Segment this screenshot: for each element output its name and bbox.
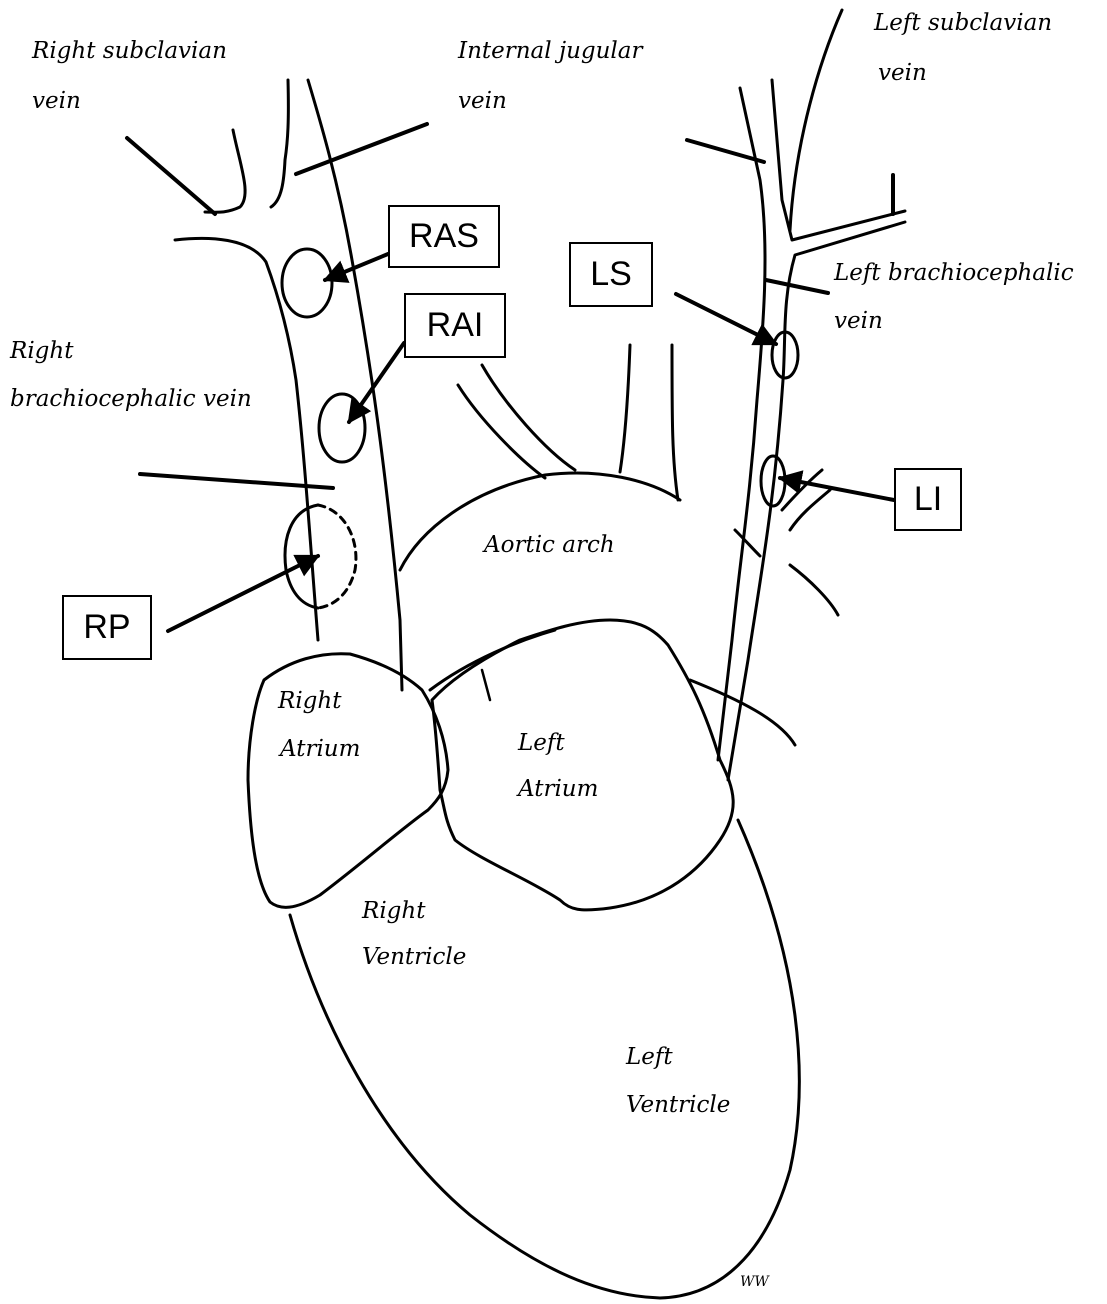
label-right-brachiocephalic-line2: brachiocephalic vein (10, 384, 252, 415)
label-left-ventricle-line2: Ventricle (626, 1090, 730, 1121)
aortic-root-detail (482, 670, 490, 700)
right-subclavian-vein-lower-outline (175, 238, 318, 640)
ls-arrow (676, 294, 776, 344)
label-left-brachiocephalic-line2: vein (834, 306, 883, 337)
label-left-atrium-line1: Left (518, 728, 565, 759)
left-ij-vein-left-wall (718, 88, 765, 760)
label-right-subclavian-line2: vein (32, 86, 81, 117)
label-right-ventricle-line1: Right (362, 896, 425, 927)
svc-right-wall (308, 80, 402, 690)
label-aortic-arch: Aortic arch (484, 530, 615, 561)
label-right-ventricle-line2: Ventricle (362, 942, 466, 973)
internal-jugular-leader (296, 124, 427, 174)
right-subclavian-leader (127, 138, 215, 214)
box-rai: RAI (404, 293, 506, 358)
aortic-root-curve (430, 630, 555, 690)
ras-arrow (325, 254, 388, 280)
box-li: LI (894, 468, 962, 531)
signature: WW (740, 1274, 769, 1290)
label-left-subclavian-line2: vein (878, 58, 927, 89)
box-rp: RP (62, 595, 152, 660)
box-ras: RAS (388, 205, 500, 268)
left-brachiocephalic-leader (766, 280, 828, 293)
label-right-brachiocephalic-line1: Right (10, 336, 73, 367)
left-carotid-left (620, 345, 630, 472)
label-internal-jugular-line2: vein (458, 86, 507, 117)
ras-node (282, 249, 332, 317)
left-carotid-right (672, 345, 678, 500)
brachiocephalic-trunk-right (482, 365, 575, 470)
box-ls: LS (569, 242, 653, 307)
left-atrium-outline (432, 620, 733, 910)
label-left-atrium-line2: Atrium (518, 774, 598, 805)
right-vein-inner-wall (271, 80, 288, 207)
left-subclavian-top (790, 10, 842, 230)
rai-node (319, 394, 365, 462)
label-right-atrium-line2: Atrium (280, 734, 360, 765)
label-internal-jugular-line1: Internal jugular (458, 36, 642, 67)
li-arrow (780, 478, 894, 500)
label-left-ventricle-line1: Left (626, 1042, 673, 1073)
label-right-atrium-line1: Right (278, 686, 341, 717)
left-subclavian-artery-3 (790, 565, 838, 615)
label-left-subclavian-line1: Left subclavian (874, 8, 1052, 39)
rp-node-dashed (318, 505, 356, 608)
left-subclavian-artery-1 (782, 470, 822, 510)
right-subclavian-vein-upper-outline (205, 130, 245, 212)
left-subclavian-artery-4 (735, 530, 760, 556)
label-left-brachiocephalic-line1: Left brachiocephalic (834, 258, 1074, 289)
label-right-subclavian-line1: Right subclavian (32, 36, 227, 67)
